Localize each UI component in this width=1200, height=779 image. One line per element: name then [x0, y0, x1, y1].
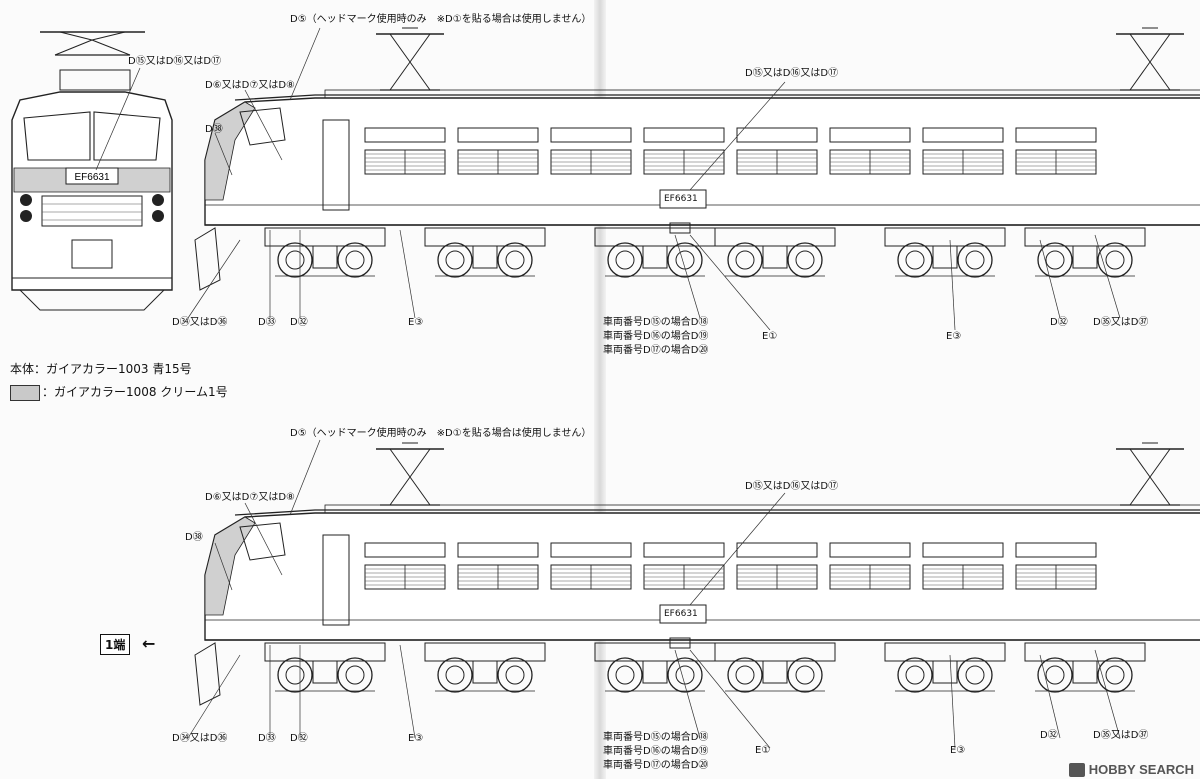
front-view: EF6631	[11, 31, 173, 311]
top-label-e3-left: E③	[408, 317, 424, 328]
top-label-num16: 車両番号D⑯の場合D⑲	[603, 331, 709, 342]
bottom-label-d15-side: D⑮又はD⑯又はD⑰	[745, 481, 839, 492]
top-label-d34: D㉞又はD㊱	[172, 317, 228, 328]
top-side-view	[195, 28, 1200, 290]
end-1-arrow-icon: ←	[142, 634, 156, 653]
bottom-label-d5-headmark: D⑤（ヘッドマーク使用時のみ ※D①を貼る場合は使用しません）	[290, 428, 592, 439]
end-1-marker: 1端	[100, 634, 131, 655]
top-label-d6: D⑥又はD⑦又はD⑧	[205, 80, 295, 91]
bottom-label-num17: 車両番号D⑰の場合D⑳	[603, 760, 709, 771]
bottom-label-d35: D㉟又はD㊲	[1093, 730, 1149, 741]
top-label-e3-right: E③	[946, 331, 962, 342]
legend-cream-swatch	[10, 385, 40, 401]
bottom-label-d34: D㉞又はD㊱	[172, 733, 228, 744]
top-label-e1: E①	[762, 331, 778, 342]
bottom-label-d6: D⑥又はD⑦又はD⑧	[205, 492, 295, 503]
top-label-d15-front: D⑮又はD⑯又はD⑰	[128, 56, 222, 67]
bottom-label-d33: D㉝	[258, 733, 276, 744]
legend-body-color: 本体：ガイアカラー1003 青15号	[10, 362, 192, 376]
top-label-d15-side: D⑮又はD⑯又はD⑰	[745, 68, 839, 79]
legend-cream-color: ：ガイアカラー1008 クリーム1号	[42, 385, 228, 399]
bottom-label-d32-left: D㉜	[290, 733, 308, 744]
top-label-num15: 車両番号D⑮の場合D⑱	[603, 317, 709, 328]
top-side-number-plate: EF6631	[664, 194, 698, 204]
top-label-d32-left: D㉜	[290, 317, 308, 328]
bottom-label-num16: 車両番号D⑯の場合D⑲	[603, 746, 709, 757]
front-number-plate: EF6631	[74, 172, 109, 183]
top-label-d38: D㊳	[205, 124, 223, 135]
bottom-label-e3-right: E③	[950, 745, 966, 756]
watermark: HOBBY SEARCH	[1068, 762, 1194, 777]
leader-lines	[95, 27, 1121, 749]
bottom-side-view	[195, 443, 1200, 705]
bottom-label-e1: E①	[755, 745, 771, 756]
bottom-label-e3-left: E③	[408, 733, 424, 744]
top-label-d5-headmark: D⑤（ヘッドマーク使用時のみ ※D①を貼る場合は使用しません）	[290, 14, 592, 25]
bottom-label-num15: 車両番号D⑮の場合D⑱	[603, 732, 709, 743]
bottom-side-number-plate: EF6631	[664, 609, 698, 619]
bottom-label-d32-right: D㉜	[1040, 730, 1058, 741]
top-label-d35: D㉟又はD㊲	[1093, 317, 1149, 328]
bottom-label-d38: D㊳	[185, 532, 203, 543]
watermark-text: HOBBY SEARCH	[1088, 762, 1194, 777]
hobby-search-logo-icon	[1068, 762, 1085, 777]
top-label-d32-right: D㉜	[1050, 317, 1068, 328]
top-label-d33: D㉝	[258, 317, 276, 328]
top-label-num17: 車両番号D⑰の場合D⑳	[603, 345, 709, 356]
